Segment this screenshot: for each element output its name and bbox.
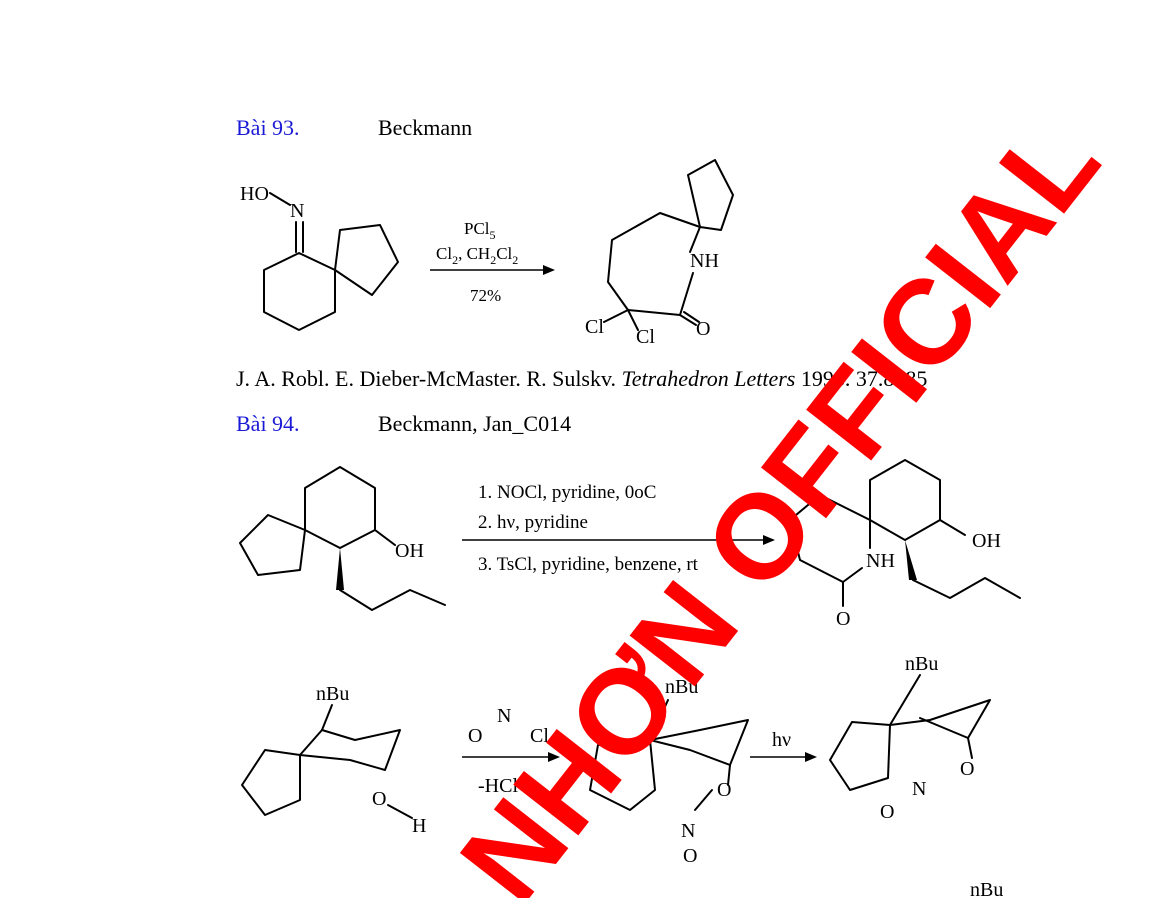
problem-93-title: Beckmann: [378, 115, 473, 140]
oxime-spiro-structure: HO N: [240, 183, 399, 331]
mechanism-radical-structure: nBu O N O nBu: [829, 653, 1003, 898]
atom-label-N: N: [290, 200, 304, 222]
problem-93-number: Bài 93.: [236, 115, 300, 140]
atom-label-Cl-1: Cl: [585, 316, 604, 338]
atom-label-NH: NH: [690, 250, 719, 272]
atom-label-H: H: [412, 815, 426, 837]
atom-label-O-6: O: [960, 758, 974, 780]
atom-label-O-2: O: [836, 608, 850, 630]
atom-label-Cl-2: Cl: [636, 326, 655, 348]
reagent-1: PCl5: [464, 219, 496, 242]
atom-label-OH-1: OH: [395, 540, 424, 562]
citation-details: 1996. 37.8985: [800, 366, 928, 391]
atom-label-HO: HO: [240, 183, 269, 205]
atom-label-nBu-2: nBu: [665, 676, 698, 698]
atom-label-OH-2: OH: [972, 530, 1001, 552]
problem-94-number: Bài 94.: [236, 411, 300, 436]
problem-94-title: Beckmann, Jan_C014: [378, 411, 572, 436]
citation-journal: Tetrahedron Letters: [621, 366, 796, 391]
spiro-lactam-structure: OH NH O: [789, 459, 1021, 630]
reaction-yield: 72%: [470, 286, 501, 305]
atom-label-nBu-4: nBu: [970, 879, 1003, 898]
atom-label-NH-2: NH: [866, 550, 895, 572]
reagent-hv: hν: [772, 729, 791, 751]
reagent-minus-HCl: -HCl: [478, 775, 518, 797]
reagent-step-1: 1. NOCl, pyridine, 0oC: [478, 482, 656, 503]
atom-label-N-2: N: [681, 820, 695, 842]
svg-text:N: N: [497, 705, 511, 727]
atom-label-O-3: O: [372, 788, 386, 810]
problem-93-citation: J. A. Robl. E. Dieber-McMaster. R. Sulsk…: [236, 368, 927, 390]
atom-label-nBu-1: nBu: [316, 683, 349, 705]
svg-text:Cl: Cl: [530, 725, 549, 747]
spiro-alcohol-structure: OH: [239, 466, 446, 611]
atom-label-N-3: N: [912, 778, 926, 800]
atom-label-O-7: O: [880, 801, 894, 823]
reagent-step-3: 3. TsCl, pyridine, benzene, rt: [478, 554, 699, 575]
atom-label-nBu-3: nBu: [905, 653, 938, 675]
mechanism-alcohol-structure: nBu O H: [241, 683, 426, 837]
watermark-text: NHƠN OFFICIAL: [435, 96, 1125, 898]
reagent-step-2: 2. hν, pyridine: [478, 512, 588, 533]
atom-label-O-5: O: [683, 845, 697, 867]
citation-authors: J. A. Robl. E. Dieber-McMaster. R. Sulsk…: [236, 366, 617, 391]
dichloro-lactam-structure: NH O Cl Cl: [585, 159, 734, 348]
mechanism-nitrite-structure: nBu O N O: [589, 676, 749, 867]
atom-label-O-4: O: [717, 779, 731, 801]
atom-label-O: O: [696, 318, 710, 340]
reagent-NOCl: O: [468, 725, 482, 747]
